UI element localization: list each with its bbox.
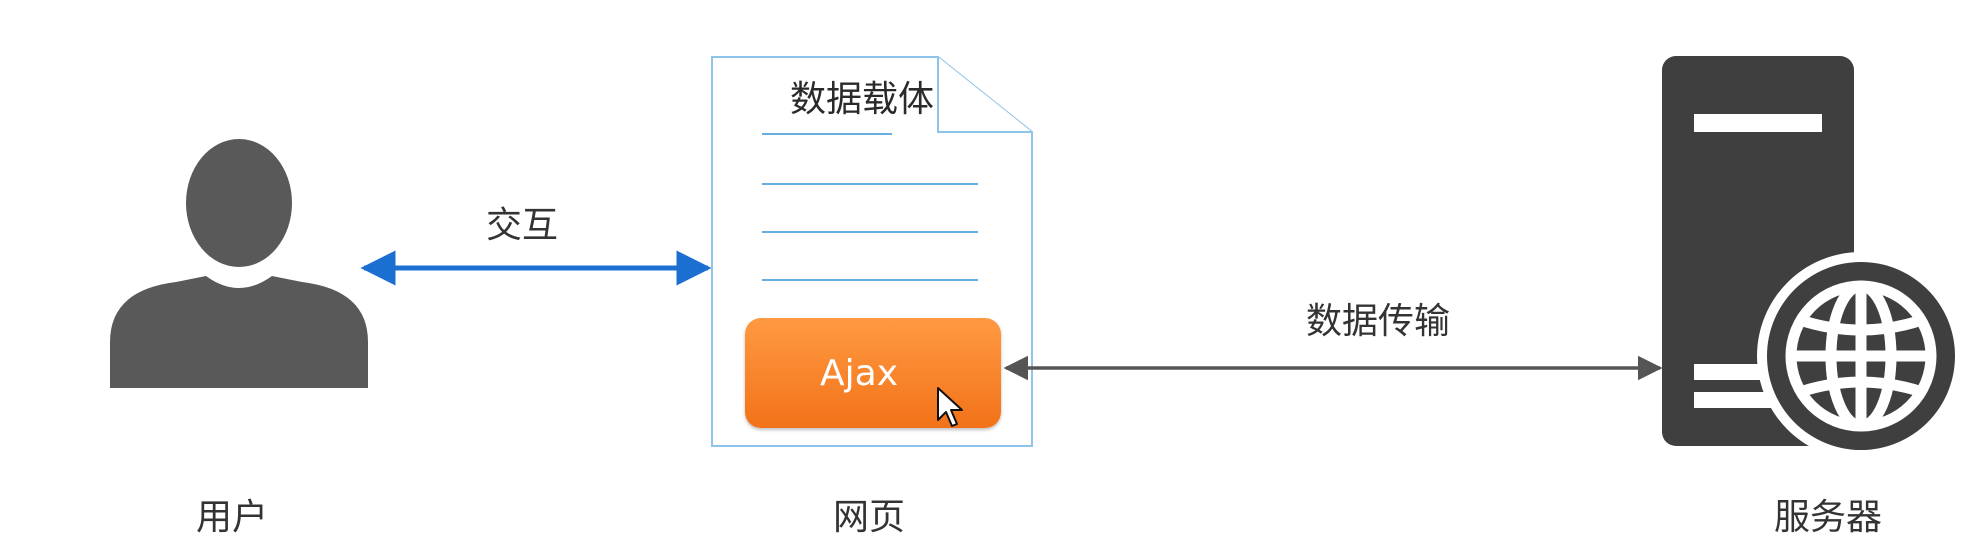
document-title: 数据载体 bbox=[790, 79, 935, 120]
globe-icon bbox=[1757, 252, 1965, 460]
interaction-label: 交互 bbox=[486, 205, 559, 246]
user-label: 用户 bbox=[196, 497, 269, 538]
user-icon bbox=[110, 139, 368, 388]
mouse-pointer-icon bbox=[937, 387, 963, 427]
data-transfer-label: 数据传输 bbox=[1306, 301, 1451, 342]
server-label: 服务器 bbox=[1774, 497, 1883, 538]
ajax-button-label: Ajax bbox=[820, 352, 898, 394]
webpage-label: 网页 bbox=[833, 497, 906, 538]
